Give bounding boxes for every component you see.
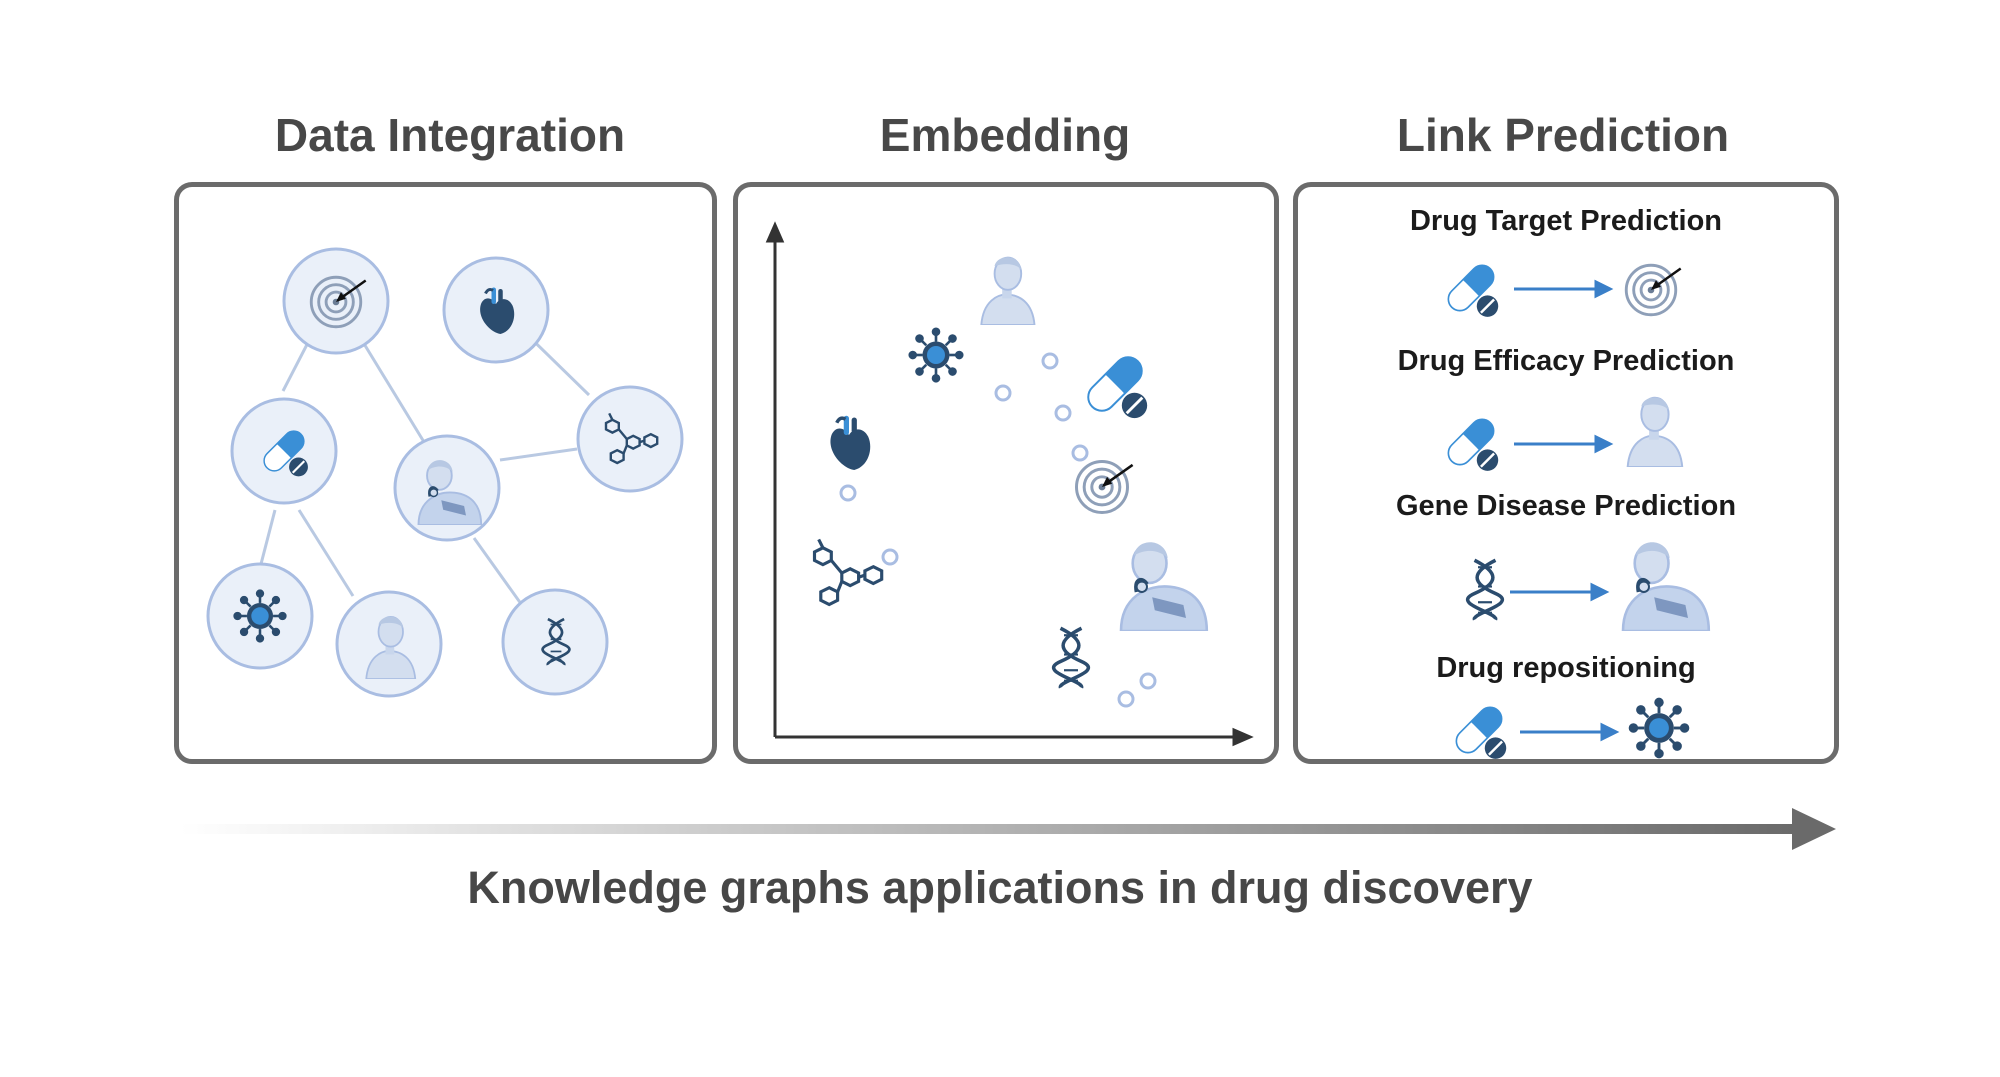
virus-icon: [1628, 697, 1690, 759]
embedding-point: [1041, 352, 1059, 370]
embedding-point: [1071, 444, 1089, 462]
drug-capsule-icon: [1443, 414, 1500, 473]
embedding-point: [839, 484, 857, 502]
embedding-point: [994, 384, 1012, 402]
sick-person-icon: [1621, 540, 1711, 631]
link-prediction-rows: [1443, 260, 1711, 761]
embedding-point: [1139, 672, 1157, 690]
drug-target-prediction-label: Drug Target Prediction: [1409, 205, 1723, 237]
footer-caption: Knowledge graphs applications in drug di…: [467, 862, 1533, 913]
section-title-embedding: Embedding: [879, 109, 1131, 161]
target-icon: [1624, 263, 1683, 317]
embedding-space: [765, 221, 1254, 747]
embedding-point: [1117, 690, 1135, 708]
link-prediction-panel: Drug Target Prediction Drug Efficacy Pre…: [1293, 182, 1839, 764]
virus-icon: [233, 589, 287, 643]
patient-icon: [1626, 396, 1684, 467]
drug-efficacy-prediction-label: Drug Efficacy Prediction: [1397, 345, 1735, 377]
dna-icon: [1051, 626, 1091, 690]
section-title-link-prediction: Link Prediction: [1396, 109, 1730, 161]
drug-capsule-icon: [1443, 260, 1500, 319]
embedding-panel: [733, 182, 1279, 764]
data-integration-panel: [174, 182, 717, 764]
heart-icon: [828, 414, 872, 472]
knowledge-graph: [206, 247, 684, 698]
progression-arrow: [180, 808, 1836, 850]
target-icon: [1075, 460, 1135, 514]
gene-disease-prediction-label: Gene Disease Prediction: [1395, 490, 1737, 522]
section-title-data-integration: Data Integration: [274, 109, 626, 161]
virus-icon: [908, 327, 964, 383]
molecule-icon: [812, 537, 884, 607]
drug-repositioning-label: Drug repositioning: [1436, 652, 1696, 684]
drug-capsule-icon: [1451, 702, 1508, 761]
drug-capsule-icon: [1082, 351, 1150, 421]
embedding-point: [881, 548, 899, 566]
embedding-point: [1054, 404, 1072, 422]
patient-icon: [980, 256, 1036, 325]
sick-person-icon: [1119, 540, 1209, 631]
dna-icon: [1465, 558, 1505, 622]
